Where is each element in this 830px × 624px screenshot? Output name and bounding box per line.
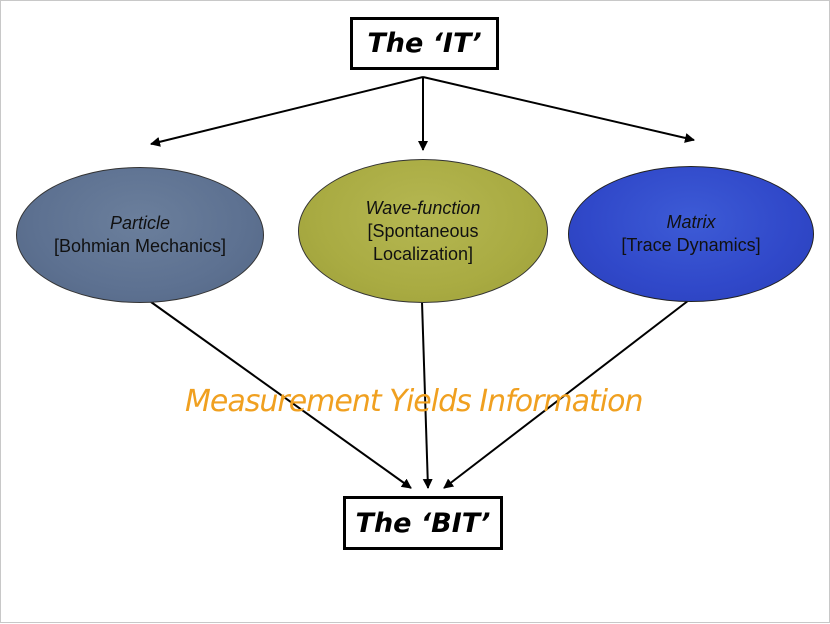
arrow-it-to-matrix	[422, 76, 695, 143]
particle-node-subtitle: [Bohmian Mechanics]	[53, 236, 227, 256]
arrow-wave-to-bit	[421, 301, 433, 489]
particle-node: Particle [Bohmian Mechanics]	[16, 167, 264, 303]
it-box-label: The ‘IT’	[367, 28, 482, 59]
wave-function-node-subtitle-line1: [Spontaneous	[367, 220, 479, 241]
bit-box: The ‘BIT’	[343, 496, 503, 550]
measurement-caption: Measurement Yields Information	[185, 384, 643, 419]
wave-function-node-title: Wave-function	[365, 197, 481, 218]
it-box: The ‘IT’	[350, 17, 499, 70]
wave-function-node-subtitle-line2: Localization]	[372, 243, 474, 264]
wave-function-node: Wave-function [Spontaneous Localization]	[298, 159, 548, 303]
particle-node-title: Particle	[109, 213, 171, 233]
arrow-it-to-particle	[150, 76, 424, 147]
matrix-node-subtitle: [Trace Dynamics]	[621, 235, 761, 255]
bit-box-label: The ‘BIT’	[355, 507, 491, 539]
matrix-node: Matrix [Trace Dynamics]	[568, 166, 814, 302]
arrow-particle-to-bit	[150, 301, 412, 489]
arrow-matrix-to-bit	[443, 296, 694, 489]
matrix-node-title: Matrix	[666, 212, 716, 232]
